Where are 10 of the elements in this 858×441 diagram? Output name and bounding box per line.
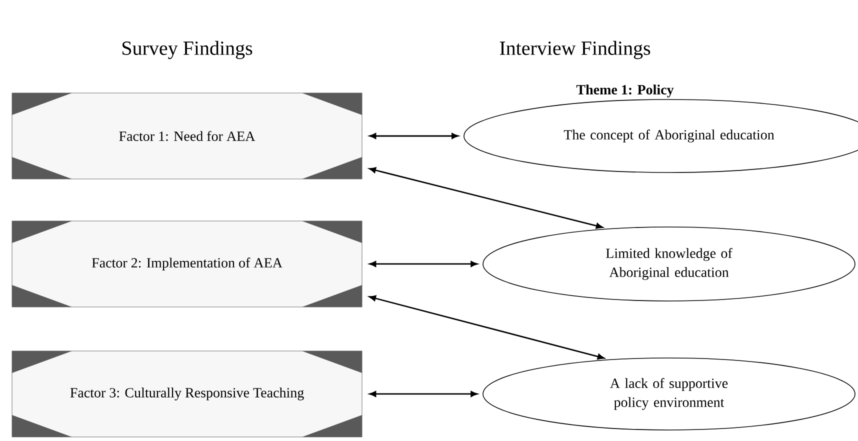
double-arrow (369, 133, 458, 139)
factor-box: Factor 3: Culturally Responsive Teaching (12, 350, 362, 438)
double-arrow (369, 295, 604, 360)
double-arrow (369, 261, 478, 267)
column-heading: Interview Findings (500, 40, 650, 60)
factor-box: Factor 1: Need for AEA (12, 92, 362, 180)
factor-box: Factor 2: Implementation of AEA (12, 220, 362, 308)
column-heading: Survey Findings (122, 40, 252, 60)
double-arrow (369, 391, 478, 397)
double-arrow (369, 167, 603, 229)
